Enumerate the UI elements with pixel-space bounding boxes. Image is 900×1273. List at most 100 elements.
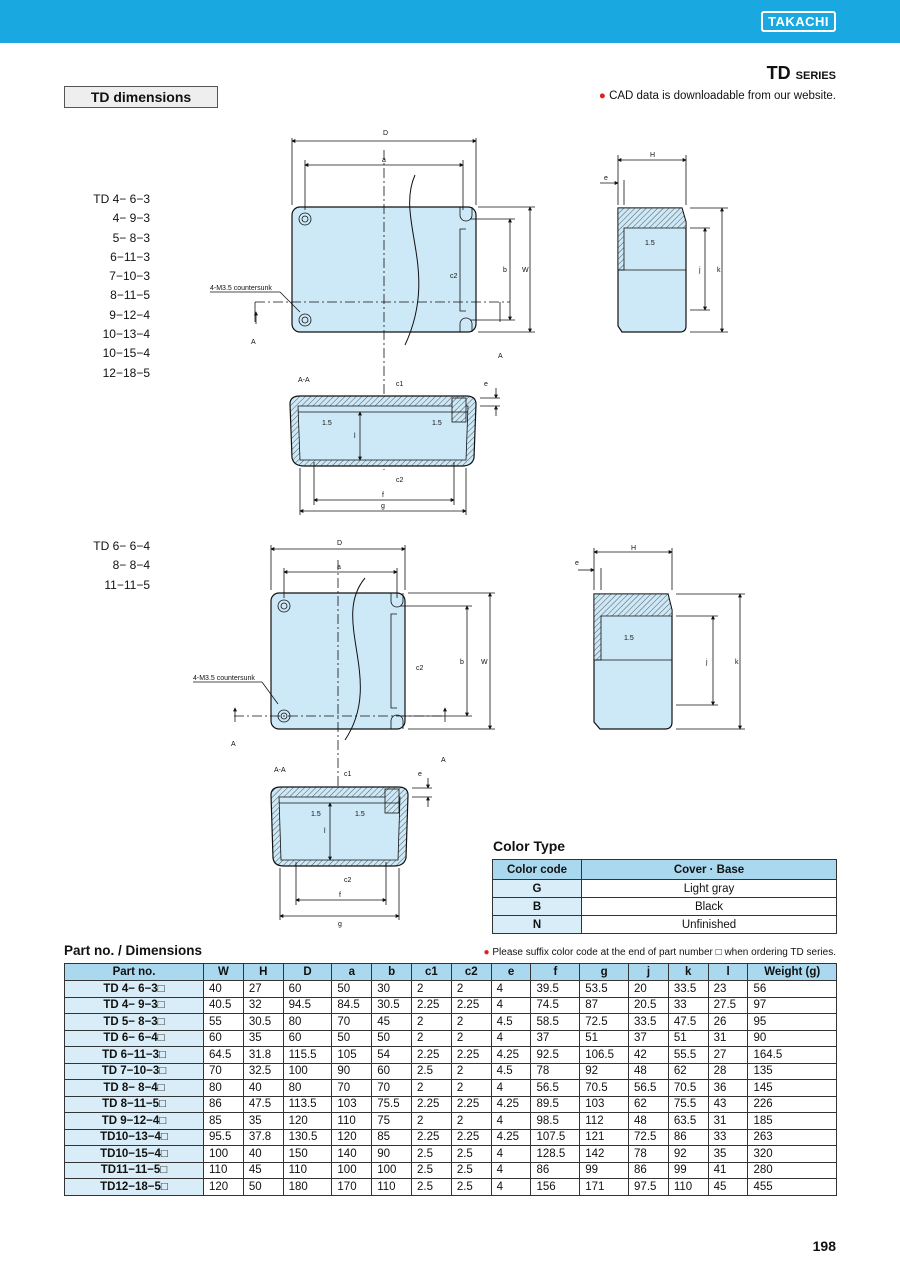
dimension-cell: 150 — [282, 1145, 333, 1163]
dimension-cell: 113.5 — [282, 1095, 333, 1113]
dimension-cell: 55.5 — [667, 1046, 709, 1064]
dimension-cell: 99 — [579, 1161, 630, 1179]
dimension-cell: 103 — [331, 1095, 373, 1113]
dimension-cell: 2.25 — [411, 996, 452, 1014]
dimension-cell: 40 — [242, 1145, 284, 1163]
side-view-2 — [578, 548, 745, 730]
dimension-cell: 100 — [282, 1062, 333, 1080]
label-1.5: 1.5 — [645, 240, 655, 247]
dimension-cell: 30.5 — [242, 1013, 284, 1031]
dimension-cell: 32 — [242, 996, 284, 1014]
label-g: g — [338, 921, 342, 928]
dimension-cell: 2 — [411, 1112, 452, 1130]
dimension-cell: 171 — [579, 1178, 630, 1196]
dimension-cell: 2 — [450, 1013, 492, 1031]
section-view-1-labels: 1.5 1.5 l f g e c1 c2 — [322, 381, 488, 510]
dimension-cell: 85 — [371, 1128, 413, 1146]
side-view-1-labels: H e k j 1.5 — [604, 152, 721, 274]
dimension-cell: 33.5 — [667, 980, 709, 998]
label-AA: A-A — [274, 767, 286, 774]
dimension-cell: 92 — [579, 1062, 630, 1080]
dimension-cell: 64.5 — [203, 1046, 244, 1064]
dimension-cell: 30 — [371, 980, 413, 998]
dimension-cell: 47.5 — [242, 1095, 284, 1113]
dimension-cell: 135 — [747, 1062, 837, 1080]
dimension-cell: 56 — [747, 980, 837, 998]
model-item: 4− 9−3 — [112, 211, 150, 226]
dimension-cell: 4 — [490, 1029, 532, 1047]
model-item: 10−13−4 — [102, 327, 150, 342]
label-A: A — [498, 353, 503, 360]
dimension-cell: 33 — [667, 996, 709, 1014]
dimension-cell: 185 — [747, 1112, 837, 1130]
label-1.5: 1.5 — [322, 420, 332, 427]
label-c1: c1 — [396, 381, 404, 388]
dimension-cell: 226 — [747, 1095, 837, 1113]
label-b: b — [503, 267, 507, 274]
dimension-cell: 97.5 — [628, 1178, 669, 1196]
dimension-cell: 106.5 — [579, 1046, 630, 1064]
dimension-cell: 110 — [331, 1112, 373, 1130]
dimension-cell: 4.5 — [490, 1013, 532, 1031]
label-f: f — [382, 492, 384, 499]
dimension-cell: 20.5 — [628, 996, 669, 1014]
dimension-cell: 56.5 — [628, 1079, 669, 1097]
dimension-cell: 4 — [490, 1079, 532, 1097]
dimension-cell: 45 — [371, 1013, 413, 1031]
dimension-cell: 97 — [747, 996, 837, 1014]
top-view-1-labels: D a W b c2 4-M3.5 countersunk A A A-A — [210, 130, 529, 384]
dimension-cell: 51 — [667, 1029, 709, 1047]
part-number-cell: TD 6−11−3□ — [64, 1046, 204, 1064]
dimension-cell: 4 — [490, 1145, 532, 1163]
dimension-cell: 4 — [490, 996, 532, 1014]
color-name: Unfinished — [581, 915, 837, 934]
dimension-cell: 2 — [411, 1029, 452, 1047]
part-number-cell: TD 7−10−3□ — [64, 1062, 204, 1080]
part-number-cell: TD 8− 8−4□ — [64, 1079, 204, 1097]
label-H: H — [631, 545, 636, 552]
dimension-cell: 2.25 — [411, 1046, 452, 1064]
dimension-cell: 130.5 — [282, 1128, 333, 1146]
dimension-cell: 80 — [282, 1079, 333, 1097]
header-cell: Color code — [492, 859, 582, 880]
dimension-cell: 86 — [667, 1128, 709, 1146]
dimension-cell: 4.25 — [490, 1095, 532, 1113]
label-A: A — [231, 741, 236, 748]
dimension-cell: 37 — [530, 1029, 581, 1047]
dimension-cell: 60 — [203, 1029, 244, 1047]
dimension-cell: 75.5 — [667, 1095, 709, 1113]
dimension-cell: 170 — [331, 1178, 373, 1196]
label-D: D — [337, 540, 342, 547]
parts-note: ● Please suffix color code at the end of… — [484, 947, 836, 958]
label-countersunk: 4-M3.5 countersunk — [193, 675, 255, 682]
cad-note-text: CAD data is downloadable from our websit… — [609, 90, 836, 102]
dimension-cell: 4.25 — [490, 1046, 532, 1064]
top-view-2-labels: D a W b c2 4-M3.5 countersunk A A A-A — [193, 540, 488, 774]
model-item: 8− 8−4 — [112, 558, 150, 573]
header-cell: Part no. — [64, 963, 204, 981]
dimension-cell: 115.5 — [282, 1046, 333, 1064]
header-cell: f — [530, 963, 581, 981]
dimension-cell: 105 — [331, 1046, 373, 1064]
dimension-cell: 110 — [282, 1161, 333, 1179]
model-item: 12−18−5 — [102, 365, 150, 380]
dimension-cell: 60 — [282, 1029, 333, 1047]
dimension-cell: 455 — [747, 1178, 837, 1196]
dimension-cell: 45 — [242, 1161, 284, 1179]
dimension-cell: 47.5 — [667, 1013, 709, 1031]
part-number-cell: TD10−15−4□ — [64, 1145, 204, 1163]
dimension-cell: 100 — [331, 1161, 373, 1179]
model-item: 7−10−3 — [109, 269, 150, 284]
dimension-cell: 70 — [331, 1079, 373, 1097]
dimension-cell: 45 — [707, 1178, 749, 1196]
dimension-cell: 56.5 — [530, 1079, 581, 1097]
label-c2: c2 — [450, 273, 458, 280]
dimension-cell: 4 — [490, 1112, 532, 1130]
label-a: a — [337, 564, 341, 571]
label-k: k — [735, 659, 739, 666]
